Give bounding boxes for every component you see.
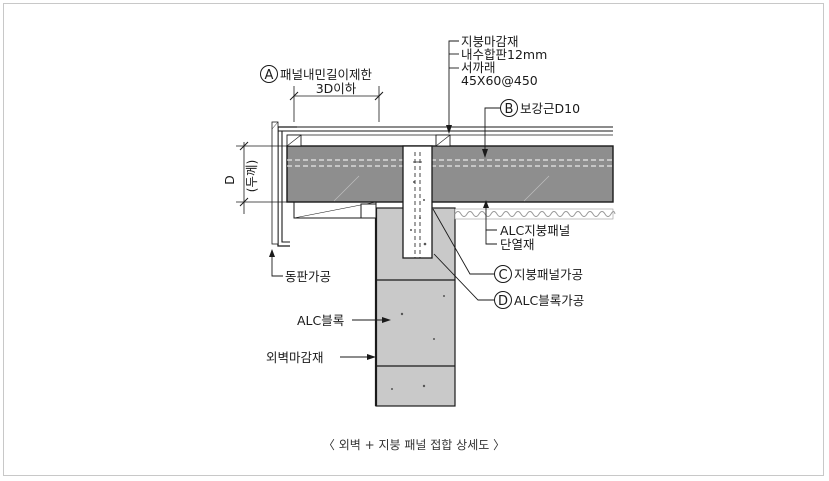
label-thickness-word: (두께) (244, 160, 259, 193)
insulation-layer (454, 208, 616, 220)
diagram-caption: 〈 외벽 + 지붕 패널 접합 상세도 〉 (323, 438, 505, 452)
label-panel-length-limit: 패널내민길이제한 (280, 67, 373, 82)
alc-roof-panel (286, 145, 614, 203)
marker-b: B (500, 99, 518, 117)
marker-b-letter: B (505, 102, 514, 117)
label-reinforcement: 보강근D10 (520, 101, 580, 116)
label-block-work: ALC블록가공 (514, 293, 584, 308)
label-copper-work: 동판가공 (285, 269, 331, 284)
overhang-dimension (289, 86, 384, 122)
label-alc-roof-panel: ALC지붕패널 (500, 223, 570, 238)
marker-d: D (494, 291, 512, 309)
grout-core (402, 145, 433, 259)
marker-a: A (260, 65, 278, 83)
marker-a-letter: A (265, 68, 274, 83)
roof-wall-junction-detail: A B C D 지붕마감재 내수합판12mm 서까래 45X60@450 패널내… (222, 34, 616, 452)
leader-lines (269, 40, 501, 360)
label-overhang-limit: 3D이하 (316, 81, 357, 96)
marker-c-letter: C (498, 268, 507, 283)
label-roof-panel-work: 지붕패널가공 (514, 267, 583, 282)
diagram-frame: A B C D 지붕마감재 내수합판12mm 서까래 45X60@450 패널내… (3, 3, 824, 476)
marker-c: C (494, 265, 512, 283)
label-wall-finish: 외벽마감재 (266, 350, 324, 365)
support-blocks (293, 201, 377, 219)
label-rafter: 서까래 (461, 60, 496, 75)
label-alc-block: ALC블록 (297, 313, 344, 328)
label-insulation: 단열재 (500, 237, 535, 252)
label-thickness-symbol: D (222, 175, 237, 185)
label-rafter-spec: 45X60@450 (461, 73, 538, 88)
label-plywood: 내수합판12mm (461, 47, 547, 62)
label-roof-finish: 지붕마감재 (461, 34, 519, 49)
thickness-dimension (236, 141, 287, 214)
copper-flashing (271, 121, 297, 247)
roof-layers (278, 126, 613, 147)
marker-d-letter: D (498, 294, 508, 309)
